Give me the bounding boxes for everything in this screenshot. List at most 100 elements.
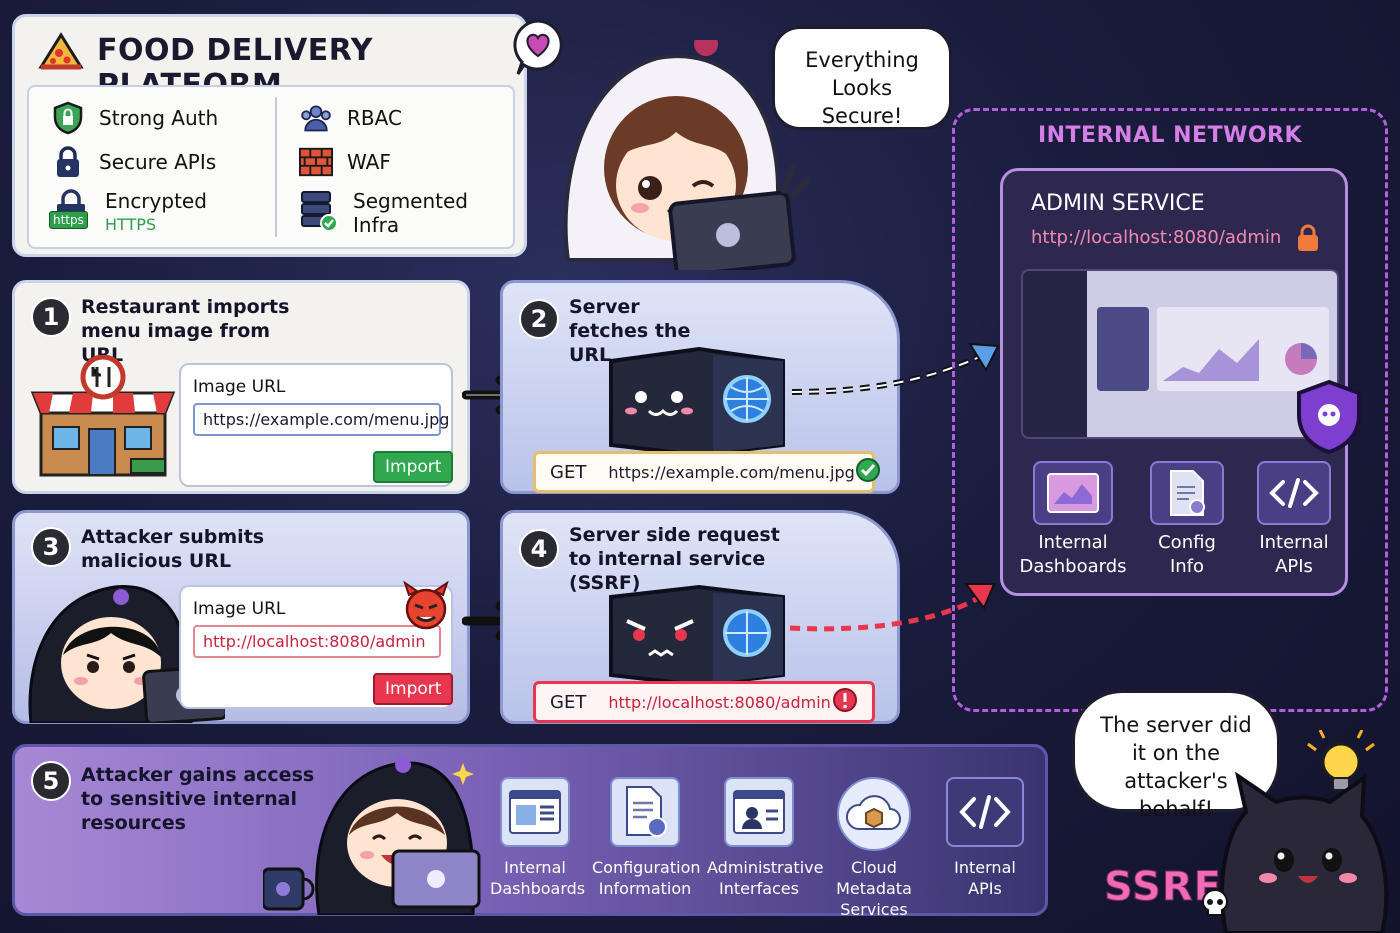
step-number: 1 xyxy=(31,297,71,337)
step-number: 5 xyxy=(31,761,71,801)
feature-sub: HTTPS xyxy=(105,215,157,234)
step-1-panel: 1 Restaurant imports menu image from URL… xyxy=(12,280,470,494)
feature-waf: WAF xyxy=(299,145,391,179)
resource-label: Cloud Metadata Services xyxy=(836,858,912,919)
image-url-input[interactable]: http://localhost:8080/admin xyxy=(193,625,441,658)
lightbulb-icon xyxy=(1306,729,1376,804)
network-item-label: Config Info xyxy=(1158,532,1216,577)
cat-character xyxy=(1206,771,1398,933)
feature-label: Segmented xyxy=(353,189,468,213)
heart-icon xyxy=(526,33,550,58)
feature-label: Encrypted xyxy=(105,189,207,213)
alert-icon xyxy=(832,687,858,718)
request-url: http://localhost:8080/admin xyxy=(608,692,831,712)
resource-label: Configuration Information xyxy=(592,858,701,898)
network-item-dashboards: Internal Dashboards xyxy=(1019,461,1127,579)
resource-label: Administrative Interfaces xyxy=(707,858,824,898)
security-features-box: Strong Auth Secure APIs https Encrypted … xyxy=(27,85,515,249)
sparkle-icon xyxy=(452,763,474,785)
firewall-icon xyxy=(299,145,333,179)
feature-label: Strong Auth xyxy=(99,106,219,130)
shield-skull-icon xyxy=(1295,379,1363,459)
resource-item-config: Configuration Information xyxy=(591,777,701,899)
admin-title: ADMIN SERVICE xyxy=(1031,191,1205,216)
resource-item-apis: Internal APIs xyxy=(937,777,1033,899)
developer-character xyxy=(548,32,814,278)
import-button[interactable]: Import xyxy=(373,673,454,705)
admin-profile-icon xyxy=(724,777,794,847)
step-text: Attacker gains access to sensitive inter… xyxy=(81,764,315,834)
code-icon xyxy=(946,777,1024,847)
https-lock-icon: https xyxy=(49,189,91,233)
feature-segmented: Segmented Infra xyxy=(299,189,468,237)
resource-item-cloud: Cloud Metadata Services xyxy=(819,777,929,920)
feature-label: Secure APIs xyxy=(99,150,217,174)
resource-item-admin: Administrative Interfaces xyxy=(707,777,824,899)
dashboard-icon xyxy=(500,777,570,847)
admin-dashboard-preview xyxy=(1021,269,1339,439)
devil-icon xyxy=(399,580,453,635)
speech-bubble-secure: Everything Looks Secure! xyxy=(772,26,952,130)
step-text: Server fetches the URL xyxy=(569,296,691,366)
skull-icon xyxy=(395,757,412,773)
request-url: https://example.com/menu.jpg xyxy=(608,462,855,482)
feature-rbac: RBAC xyxy=(299,101,402,135)
resource-label: Internal Dashboards xyxy=(490,858,586,898)
feature-label: WAF xyxy=(347,150,391,174)
skull-icon xyxy=(113,589,130,605)
feature-secure-apis: Secure APIs xyxy=(51,145,216,179)
step-3-panel: 3 Attacker submits malicious URL Image U… xyxy=(12,510,470,727)
heart-bubble xyxy=(510,18,566,82)
http-method: GET xyxy=(550,461,587,483)
resource-label: Internal APIs xyxy=(954,858,1016,898)
step-5-panel: 5 Attacker gains access to sensitive int… xyxy=(12,744,1048,919)
dashboard-icon xyxy=(1033,461,1113,525)
get-request-bar: GET https://example.com/menu.jpg xyxy=(533,451,880,493)
dashed-arrow-ssrf xyxy=(788,576,1008,650)
server-happy-icon xyxy=(603,341,793,463)
internal-network-box: INTERNAL NETWORK xyxy=(952,108,1388,712)
attacker-character xyxy=(25,577,228,727)
import-button[interactable]: Import xyxy=(373,451,454,483)
lock-icon xyxy=(1295,223,1321,257)
field-label: Image URL xyxy=(193,377,286,397)
feature-encrypted: https Encrypted HTTPS xyxy=(49,189,207,237)
network-item-label: Internal APIs xyxy=(1259,532,1329,577)
check-icon xyxy=(855,457,881,488)
network-item-config: Config Info xyxy=(1142,461,1232,579)
shield-icon xyxy=(51,101,85,135)
admin-url: http://localhost:8080/admin xyxy=(1031,227,1282,248)
code-icon xyxy=(1257,461,1331,525)
admin-service-panel: ADMIN SERVICE http://localhost:8080/admi… xyxy=(1000,168,1361,596)
step-text: Server side request to internal service … xyxy=(569,524,780,594)
network-title: INTERNAL NETWORK xyxy=(1037,123,1303,148)
feature-strong-auth: Strong Auth xyxy=(51,101,218,135)
feature-label: RBAC xyxy=(347,106,402,130)
skull-icon xyxy=(1200,888,1230,922)
attacker-laughing-character xyxy=(261,751,493,919)
header-panel: FOOD DELIVERY PLATFORM Strong Auth Secur… xyxy=(12,14,527,257)
restaurant-icon xyxy=(23,354,181,483)
network-item-apis: Internal APIs xyxy=(1249,461,1339,579)
network-item-label: Internal Dashboards xyxy=(1019,532,1127,577)
get-request-bar: GET http://localhost:8080/admin xyxy=(533,681,875,723)
step-number: 3 xyxy=(31,527,71,567)
server-angry-icon xyxy=(603,583,793,691)
https-badge: https xyxy=(49,211,88,229)
config-doc-icon xyxy=(610,777,680,847)
config-doc-icon xyxy=(1150,461,1224,525)
pizza-icon xyxy=(37,31,85,75)
resource-item-dashboards: Internal Dashboards xyxy=(487,777,586,899)
step-text: Attacker submits malicious URL xyxy=(81,526,265,572)
step-4-panel: 4 Server side request to internal servic… xyxy=(500,510,900,724)
feature-sub: Infra xyxy=(353,213,400,237)
step-number: 2 xyxy=(519,299,559,339)
ssrf-logo: SSRF xyxy=(1104,864,1222,911)
image-url-input[interactable]: https://example.com/menu.jpg xyxy=(193,403,449,436)
users-icon xyxy=(299,101,333,135)
http-method: GET xyxy=(550,691,587,713)
skull-icon xyxy=(694,32,719,56)
server-check-icon xyxy=(299,189,339,233)
lock-icon xyxy=(51,145,85,179)
dashed-arrow-fetch xyxy=(790,340,1010,414)
